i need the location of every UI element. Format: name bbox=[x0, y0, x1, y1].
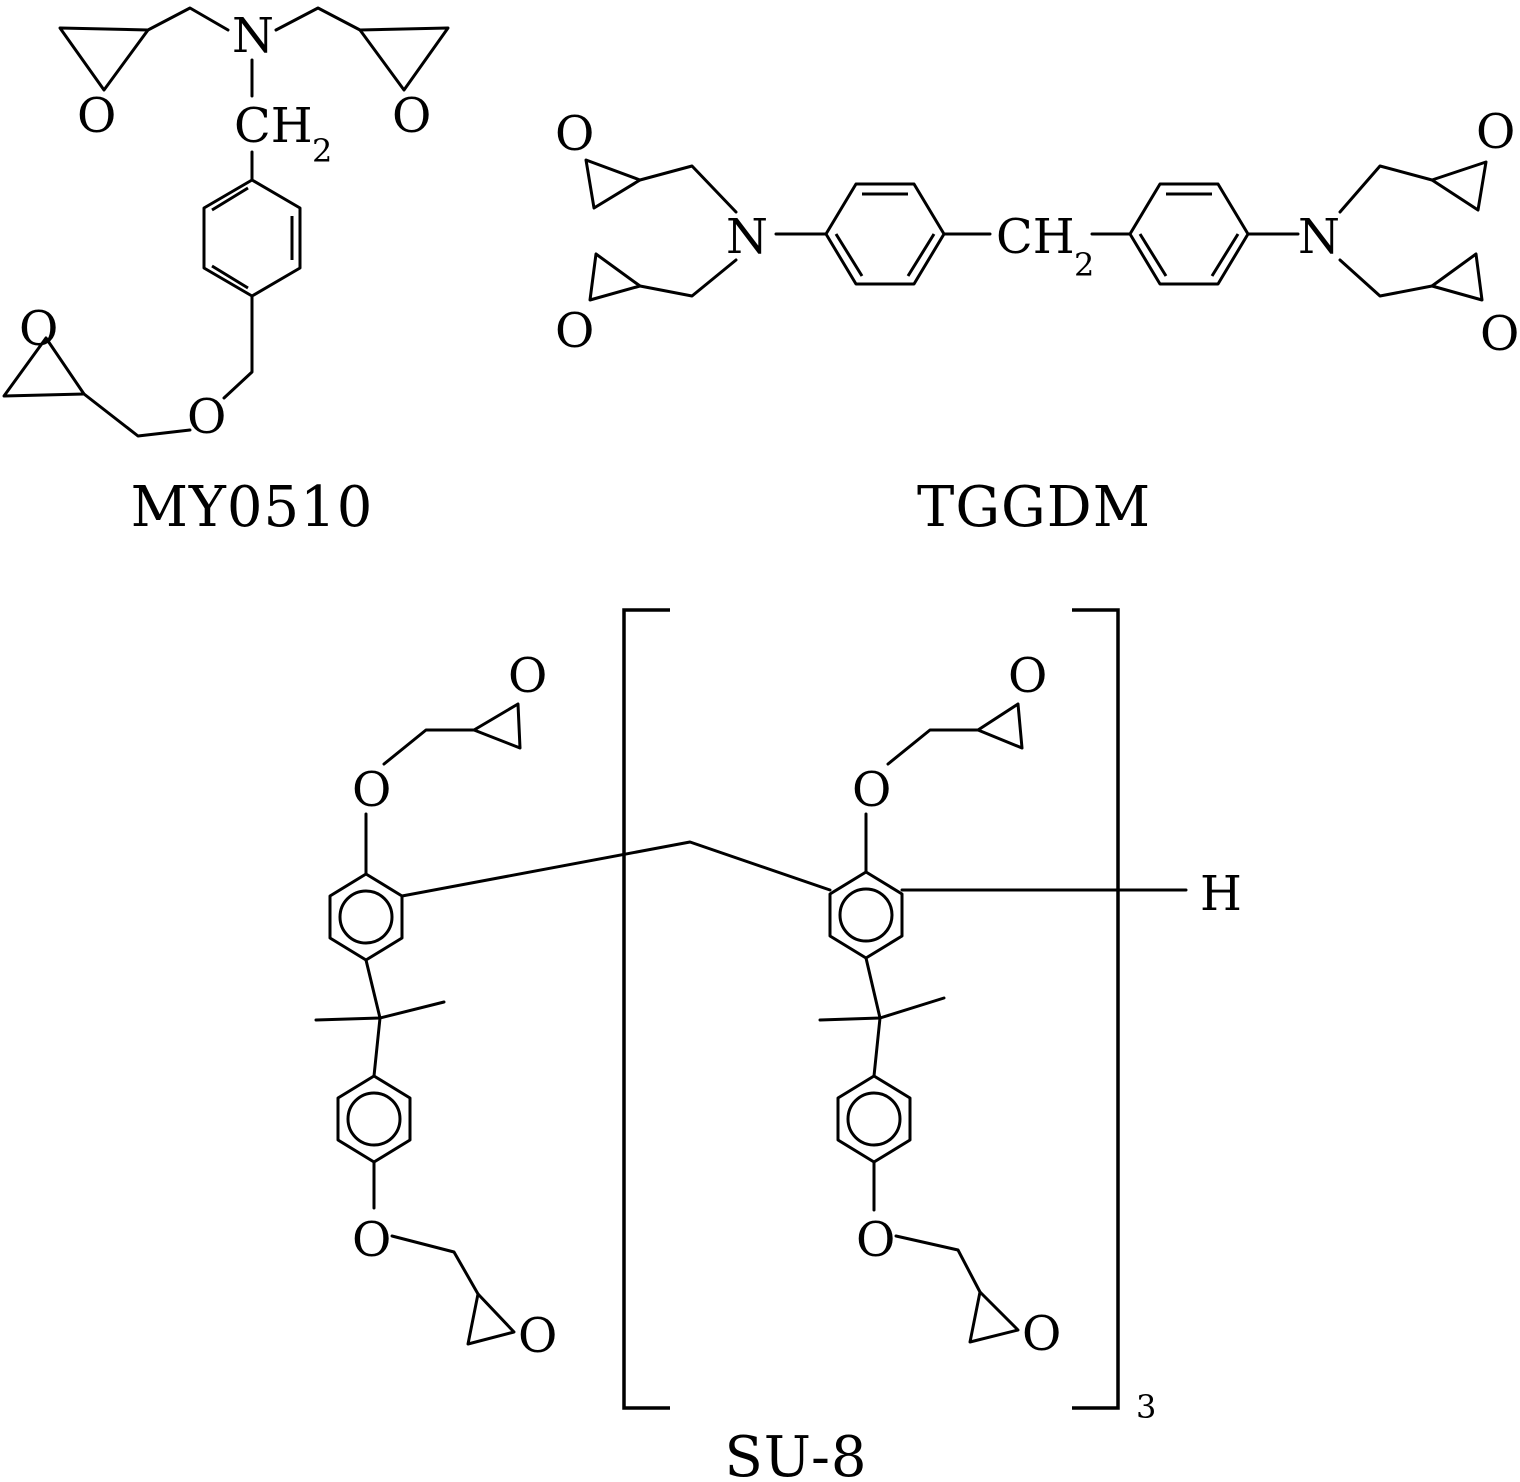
atom-o: O bbox=[1022, 1306, 1061, 1362]
atom-n: N bbox=[726, 209, 768, 265]
atom-o: O bbox=[852, 762, 891, 818]
subscript-2: 2 bbox=[312, 132, 332, 170]
atom-o: O bbox=[518, 1308, 557, 1364]
compound-name: SU-8 bbox=[724, 1425, 867, 1482]
atom-n: N bbox=[232, 8, 274, 64]
atom-o: O bbox=[352, 762, 391, 818]
right-bracket bbox=[1072, 608, 1120, 1410]
compound-name: TGGDM bbox=[917, 475, 1151, 540]
atom-o: O bbox=[1476, 104, 1515, 160]
atom-o: O bbox=[1480, 306, 1519, 362]
atom-o: O bbox=[352, 1212, 391, 1268]
left-bracket bbox=[622, 608, 670, 1410]
atom-o: O bbox=[555, 106, 594, 162]
atom-n: N bbox=[1298, 209, 1340, 265]
structure-su8: 3 O O O O O O H bbox=[314, 608, 1242, 1482]
atom-o: O bbox=[77, 88, 116, 144]
structure-tggdm: N O O CH 2 N O O TGGDM bbox=[555, 104, 1519, 540]
atom-o: O bbox=[392, 88, 431, 144]
compound-name: MY0510 bbox=[131, 475, 374, 540]
atom-o: O bbox=[508, 648, 547, 704]
atom-o: O bbox=[187, 389, 226, 445]
atom-o: O bbox=[555, 303, 594, 359]
atom-h: H bbox=[1200, 866, 1242, 922]
atom-ch: CH bbox=[234, 98, 313, 154]
atom-o: O bbox=[19, 301, 58, 357]
subscript-2: 2 bbox=[1074, 246, 1094, 284]
repeat-subscript: 3 bbox=[1136, 1388, 1156, 1426]
atom-ch: CH bbox=[996, 209, 1075, 265]
atom-o: O bbox=[1008, 648, 1047, 704]
structure-my0510: N O O CH 2 O O MY0510 bbox=[2, 6, 450, 540]
atom-o: O bbox=[856, 1212, 895, 1268]
